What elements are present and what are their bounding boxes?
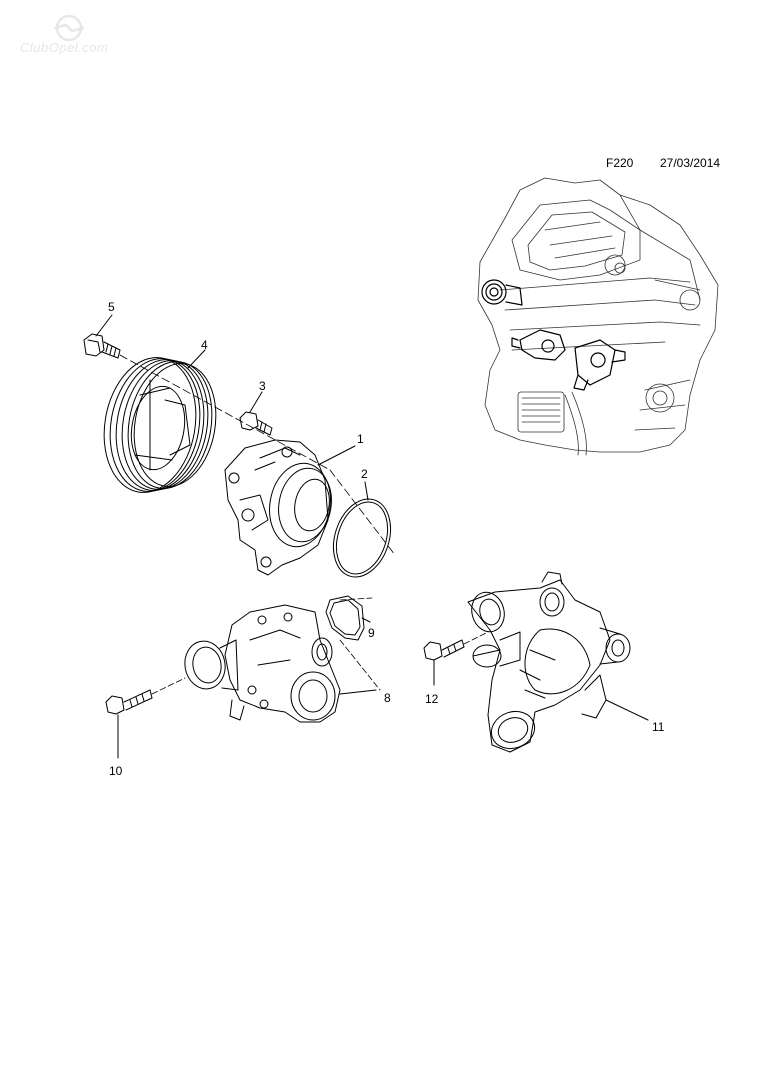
diagram-date: 27/03/2014: [660, 156, 721, 170]
callout-11: 11: [652, 720, 665, 734]
bolt-part-12: [423, 631, 489, 686]
axis-line-1: [119, 354, 331, 471]
callout-12: 12: [425, 692, 439, 706]
callout-10: 10: [109, 764, 123, 778]
gasket-part-2: [333, 481, 391, 578]
callout-3: 3: [259, 379, 266, 393]
thermostat-housing-part-8: [184, 604, 377, 723]
water-pump-part-1: [224, 439, 356, 576]
callout-8: 8: [384, 691, 391, 705]
bolt-part-10: [105, 677, 186, 759]
bolt-part-3: [239, 391, 273, 436]
axis-line-3: [339, 597, 373, 601]
gasket-part-9: [325, 595, 371, 641]
callout-2: 2: [361, 467, 368, 481]
pulley-part-4: [103, 349, 217, 493]
callout-1: 1: [357, 432, 364, 446]
coolant-outlet-part-11: [467, 571, 649, 753]
bolt-part-5: [83, 314, 121, 359]
callout-9: 9: [368, 626, 375, 640]
axis-line-4: [339, 639, 381, 691]
diagram-code: F220: [606, 156, 634, 170]
callout-5: 5: [108, 300, 115, 314]
engine-overview: [477, 177, 719, 456]
opel-logo-icon: [53, 14, 85, 42]
axis-line-2: [329, 469, 396, 556]
callout-4: 4: [201, 338, 208, 352]
watermark: ClubOpel.com: [14, 10, 124, 58]
watermark-text: ClubOpel.com: [20, 40, 109, 55]
callout-labels: 1 2 3 4 5 8 9 10 11 12: [108, 300, 665, 778]
